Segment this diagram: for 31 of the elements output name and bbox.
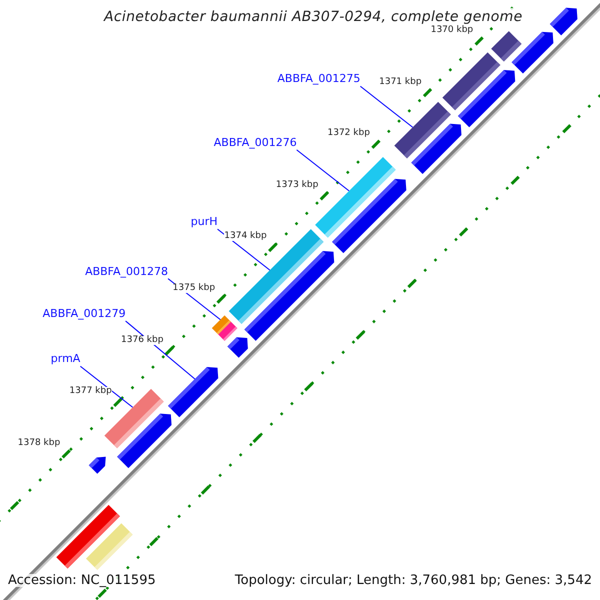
gene-label: ABBFA_001279 [42,308,126,320]
scale-label: 1377 kbp [69,387,112,396]
gene-feature [218,322,238,341]
leader-line [125,320,196,380]
gene-label: ABBFA_001275 [277,73,360,84]
gene-label: ABBFA_001278 [85,266,168,277]
scale-label: 1370 kbp [430,26,474,35]
scale-label: 1376 kbp [121,336,164,345]
gene-feature [550,8,578,36]
gene-feature [244,251,334,341]
genome-info-text: Topology: circular; Length: 3,760,981 bp; Genes: 3,542 [234,574,592,587]
gene-feature [512,32,554,74]
scale-label: 1375 kbp [172,284,216,294]
scale-label: 1372 kbp [328,129,370,138]
scale-label: 1378 kbp [18,438,60,448]
accession-text: Accession: NC_011595 [8,574,156,587]
leader-line [296,149,350,192]
gene-label: purH [190,216,218,228]
gene-feature [227,337,248,358]
gene-feature [88,456,106,474]
gene-feature [411,124,462,174]
scale-label: 1371 kbp [379,78,422,87]
scale-label: 1374 kbp [224,232,267,242]
gene-label: prmA [50,353,80,364]
gene-label: ABBFA_001276 [214,136,297,148]
leader-line [360,86,414,128]
gene-feature [117,414,172,468]
leader-line [80,366,134,408]
gene-feature [332,178,406,254]
scale-label: 1373 kbp [276,180,318,190]
gene-feature [168,367,218,418]
